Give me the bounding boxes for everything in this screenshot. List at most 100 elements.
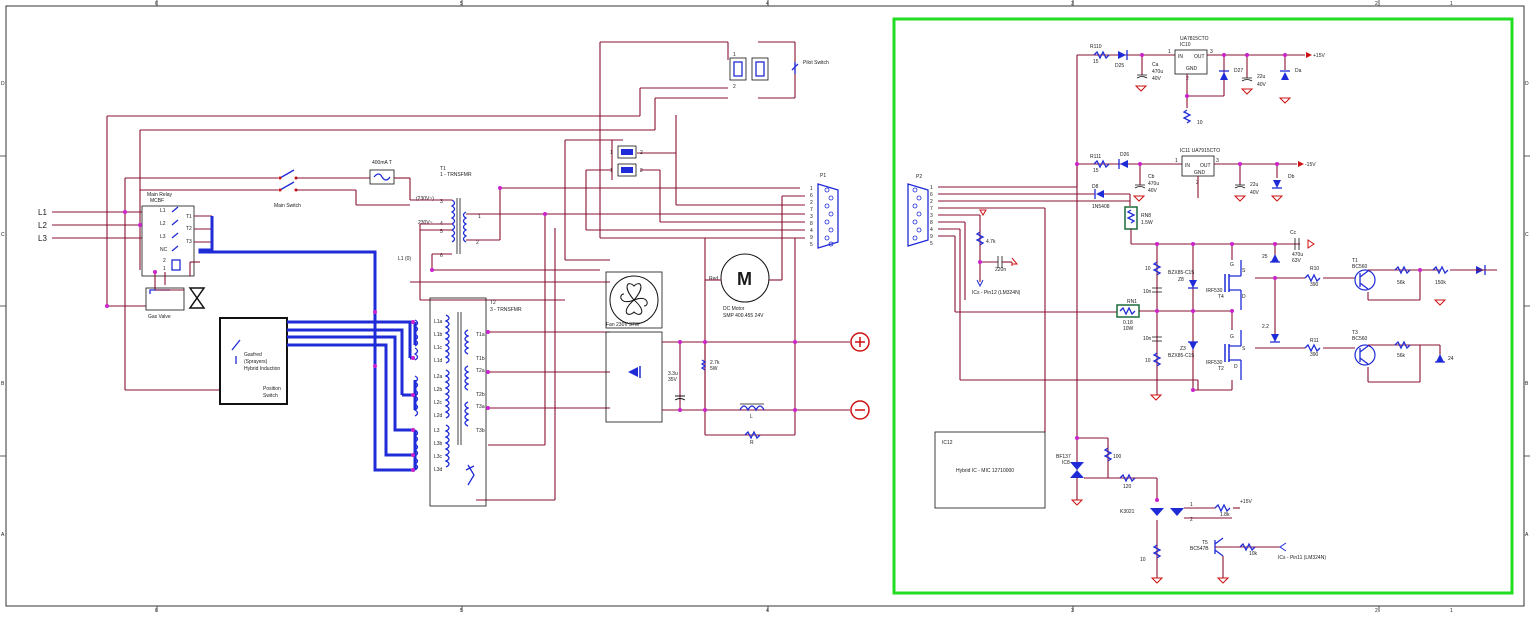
r150k-label: 150k [1435, 280, 1446, 286]
t5-ref: T5 [1202, 540, 1208, 546]
t1bc-ref: T1 [1352, 258, 1358, 264]
ic3b-label: ICs - Pin11 (LM324N) [1278, 555, 1326, 561]
ic12-ref: IC12 [942, 440, 953, 446]
t1-pin-3: 3 [440, 199, 443, 205]
t3bc-part: BC560 [1352, 336, 1368, 342]
p2-pin-6: 6 [930, 192, 933, 198]
t4-source: S [1242, 268, 1246, 274]
res-27k-value: 2.7k [710, 360, 720, 366]
ca-value: 470u [1152, 69, 1163, 75]
p1-pin-2: 2 [810, 200, 813, 206]
gas-valve: Gas Valve [145, 287, 206, 320]
t2-source: S [1242, 346, 1246, 352]
pilot-switch-label: Pilot Switch [803, 60, 829, 66]
zone-top-5: 5 [460, 1, 463, 7]
mosfet-t4: G S D IRF530 T4 [1206, 260, 1246, 310]
t2-ref: T2 [1218, 366, 1224, 372]
highlight-frame [892, 17, 1514, 595]
t5-part: BC547B [1190, 546, 1209, 552]
t4-drain: D [1242, 294, 1246, 300]
ic10-ref: IC10 [1180, 42, 1191, 48]
relay-pin-2: 2 [163, 258, 166, 264]
t2-sub: 3 - TRNSFMR [490, 307, 522, 313]
c22b-voltage: 40V [1250, 190, 1260, 196]
plus15b-label: +15V [1240, 499, 1252, 505]
t2-part: IRF530 [1206, 360, 1223, 366]
ic10-pin-1: 1 [1168, 49, 1171, 55]
zenerB-ref: Z3 [1180, 346, 1186, 352]
p1-pin-7: 7 [810, 207, 813, 213]
connector-p2: P2 1 6 2 7 3 8 4 9 5 [907, 164, 1130, 432]
zone-right-C: C [1525, 232, 1529, 238]
zone-right-D: D [1525, 81, 1529, 87]
r390a-value: 390 [1310, 282, 1319, 288]
r110-ref: R110 [1090, 44, 1102, 50]
t2-L2c: L2c [434, 400, 443, 406]
r111-ref: R111 [1090, 154, 1101, 160]
zenerB-part: BZX85-C15 [1168, 353, 1194, 359]
zone-top-3: 3 [1071, 1, 1074, 7]
t2-L3: L3 [434, 428, 440, 434]
r10a-label: 10 [1145, 266, 1151, 272]
t2-drain: D [1234, 364, 1238, 370]
left-wiring [106, 41, 805, 501]
ic3a-label: ICs - Pin12 (LM324N) [972, 290, 1021, 296]
zone-top-4: 4 [766, 1, 769, 7]
main-relay: Main Relay MCBF L1 L2 L3 NC 2 1 T1 T2 T3 [141, 192, 212, 277]
d8-branch: D8 1N5408 RN8 1.5W [1092, 184, 1300, 245]
cb-ref: Cb [1148, 174, 1155, 180]
cc-ref: Cc [1290, 230, 1297, 236]
ic12-label: Hybrid IC - MIC 12710000 [956, 468, 1014, 474]
z22-label: 2.2 [1262, 324, 1269, 330]
zone-bottom-3: 3 [1071, 608, 1074, 614]
p1-pin-6: 6 [810, 193, 813, 199]
t1-pin-6: 6 [440, 253, 443, 259]
c10n2-label: 10n [1143, 336, 1152, 342]
zenerA-part: BZX85-C15 [1168, 270, 1194, 276]
grounds-right [1070, 85, 1447, 584]
ca-ref: Ca [1152, 62, 1159, 68]
bf137-ref: BF137 [1056, 454, 1071, 460]
p1-pin-9: 9 [810, 235, 813, 241]
r10c-label: 10 [1140, 557, 1146, 563]
t2-T2a: T2a [476, 368, 485, 374]
pilot-switch: Pilot Switch [729, 57, 829, 81]
p2-pin-4: 4 [930, 227, 933, 233]
p2-sense-branch: 4.7k 220n ICs - Pin12 (LM324N) [954, 209, 1198, 381]
relay-pin-L1: L1 [160, 208, 166, 214]
output-minus [850, 400, 870, 420]
zone-left-D: D [1, 81, 5, 87]
t1-pin-5: 5 [440, 229, 443, 235]
fuse-label: 400mA T [372, 160, 392, 166]
zone-top-2: 2 [1375, 1, 1378, 7]
transformer-t2: T2 3 - TRNSFMR L1a L1b L1c L1d L2a L2b L… [413, 297, 610, 507]
position-switch: Gasfred (Sprayers) Hybrid Induction Posi… [219, 317, 288, 405]
t2-T3b: T3b [476, 428, 485, 434]
position-switch-sub: Switch [263, 393, 278, 399]
cc-value: 470u [1292, 252, 1303, 258]
t1-pin-2: 2 [476, 240, 479, 246]
conn-c-2: 2 [733, 84, 736, 90]
rn1-power: 10W [1123, 326, 1134, 332]
p2-title: P2 [916, 174, 922, 180]
c22a-value: 22u [1257, 74, 1266, 80]
z24-label: 24 [1448, 356, 1454, 362]
relay-pin-T2: T2 [186, 226, 192, 232]
t2-gate: G [1230, 334, 1234, 340]
opto-pin-2: 2 [1190, 517, 1193, 523]
zone-left-C: C [1, 232, 5, 238]
res-27k-power: 5W [710, 366, 718, 372]
output-plus [850, 332, 870, 352]
t2-T1b: T1b [476, 356, 485, 362]
t2-L3c: L3c [434, 454, 443, 460]
zenerA-ref: Z8 [1178, 277, 1184, 283]
d26-label: D26 [1120, 152, 1129, 158]
d27-label: D27 [1234, 68, 1243, 74]
position-switch-note-c: Hybrid Induction [244, 366, 280, 372]
junctions-left [105, 186, 797, 472]
r111-value: 15 [1093, 168, 1099, 174]
t1bc-part: BC560 [1352, 264, 1368, 270]
transformer-t1: T1 1 - TRNSFMR 3 4 5 6 1 2 (230V~) 230V~… [355, 166, 545, 300]
zone-left-A: A [1, 532, 5, 538]
